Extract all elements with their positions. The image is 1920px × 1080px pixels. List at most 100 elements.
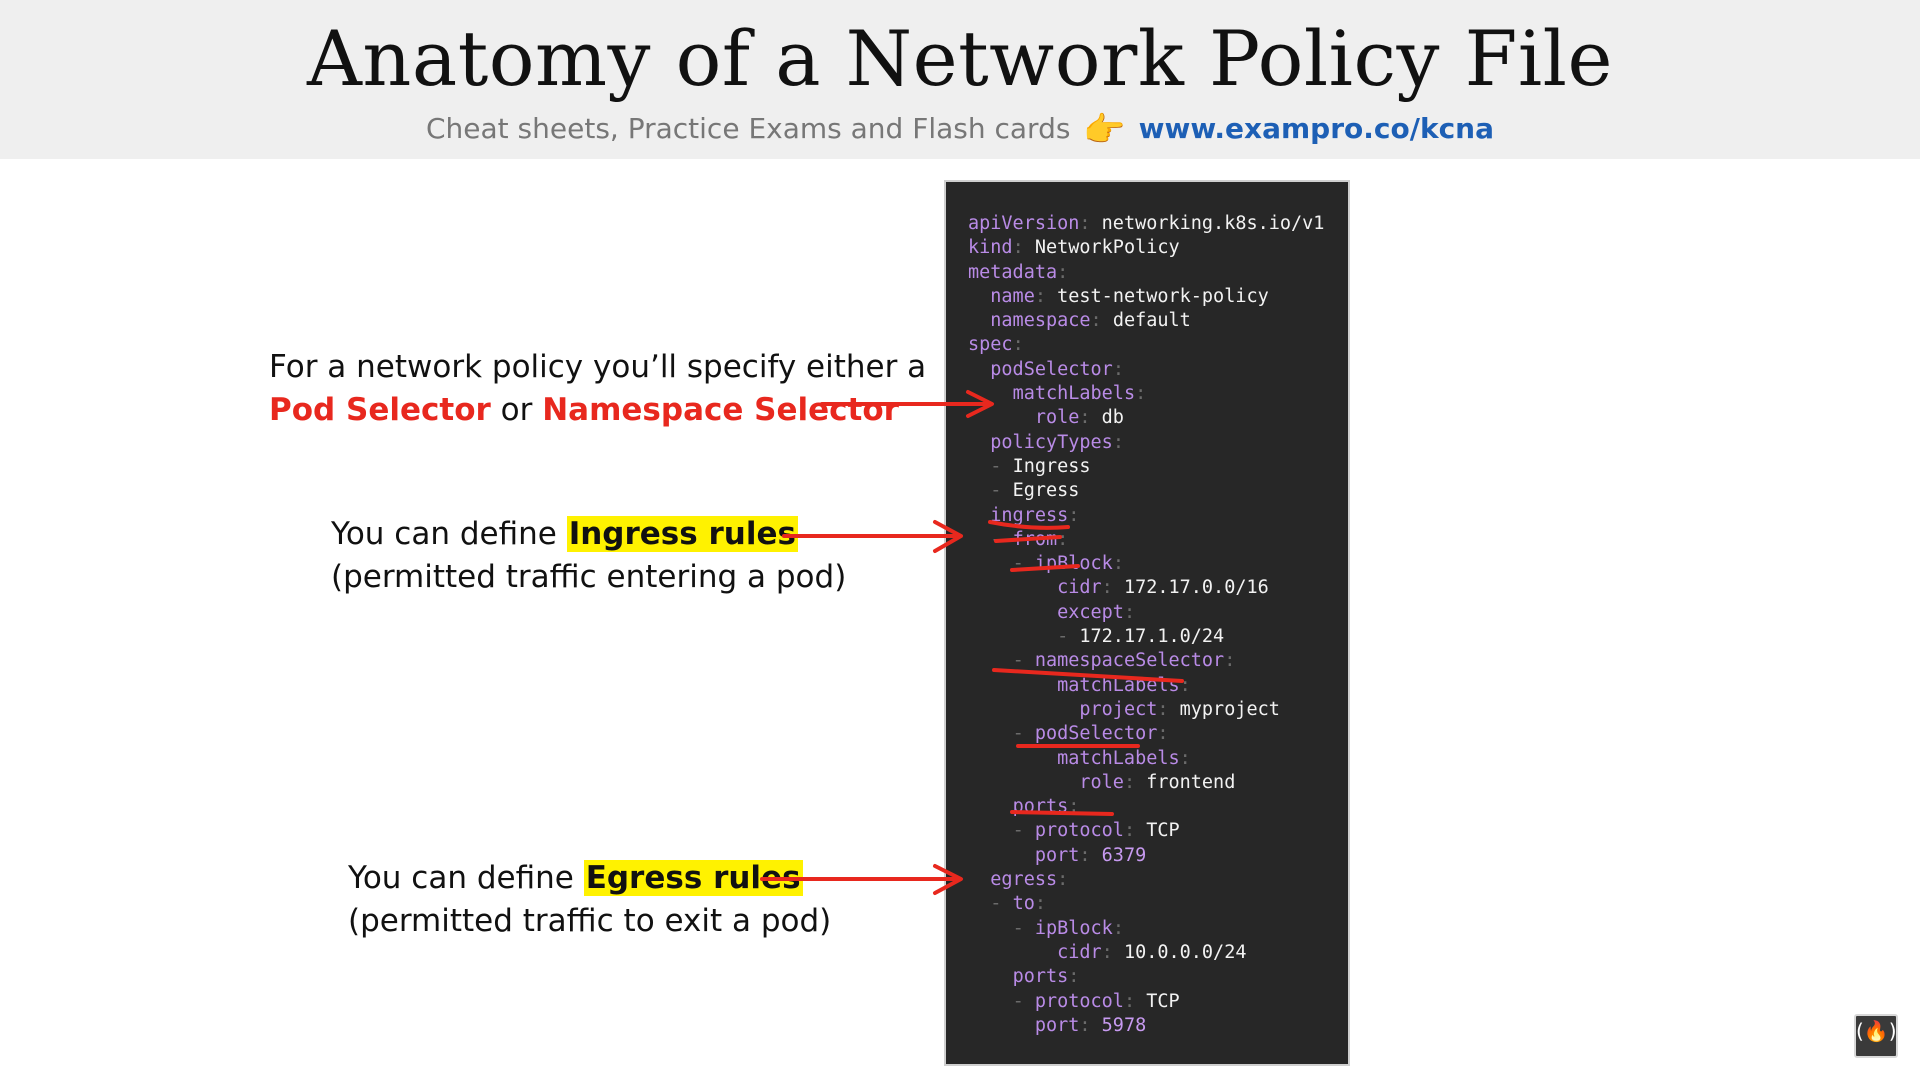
code-line: name: test-network-policy [968,285,1324,309]
selector-note: For a network policy you’ll specify eith… [269,346,926,432]
header-banner: Anatomy of a Network Policy File Cheat s… [0,0,1920,159]
code-line: - Ingress [968,455,1324,479]
code-line: cidr: 10.0.0.0/24 [968,941,1324,965]
yaml-colon: : [1079,407,1102,429]
yaml-key: name [990,285,1035,307]
code-line: matchLabels: [968,674,1324,698]
yaml-key: ports [1012,966,1069,988]
yaml-key: port [1034,844,1080,866]
code-line: - from: [968,528,1324,552]
yaml-key: role [1079,771,1124,793]
yaml-colon: : [1079,1014,1102,1036]
yaml-key: except [1057,601,1124,623]
yaml-dash: - [1057,626,1080,648]
yaml-key: port [1034,1014,1080,1036]
yaml-colon: : [1034,893,1058,915]
yaml-dash: - [1012,723,1035,745]
code-line: ports: [968,965,1324,989]
selector-note-line1: For a network policy you’ll specify eith… [269,349,927,385]
yaml-key: podSelector [1034,723,1158,745]
code-line: namespace: default [968,309,1324,333]
code-line: role: frontend [968,771,1324,795]
code-line: port: 5978 [968,1014,1324,1038]
pod-selector-label: Pod Selector [269,392,491,428]
yaml-key: namespace [990,310,1091,332]
ingress-rules-highlight: Ingress rules [566,516,798,552]
code-line: - ipBlock: [968,552,1324,576]
yaml-value: db [1101,407,1124,429]
yaml-dash: - [1012,553,1035,575]
yaml-colon: : [1012,237,1035,259]
ingress-prefix: You can define [331,516,557,552]
code-line: port: 6379 [968,844,1324,868]
yaml-dash: - [990,528,1013,550]
code-line: - podSelector: [968,722,1324,746]
or-label: or [500,392,533,428]
yaml-colon: : [1012,334,1035,356]
yaml-colon: : [1101,577,1124,599]
ingress-note-line2: (permitted traffic entering a pod) [331,559,847,595]
yaml-colon: : [1112,358,1136,380]
code-line: - to: [968,892,1324,916]
yaml-dash: - [990,455,1013,477]
yaml-value: NetworkPolicy [1034,237,1180,259]
yaml-key: cidr [1057,941,1102,963]
yaml-colon: : [1057,869,1080,891]
yaml-key: from [1012,528,1058,550]
yaml-value: 6379 [1101,844,1147,866]
yaml-dash: - [1012,917,1035,939]
yaml-key: podSelector [990,358,1113,380]
ingress-note: You can define Ingress rules (permitted … [331,513,846,599]
yaml-value: 5978 [1101,1014,1147,1036]
code-line: - 172.17.1.0/24 [968,625,1324,649]
exampro-link[interactable]: www.exampro.co/kcna [1138,112,1494,145]
yaml-colon: : [1112,917,1136,939]
yaml-dash: - [1012,650,1035,672]
yaml-colon: : [1101,941,1124,963]
subtitle-text: Cheat sheets, Practice Exams and Flash c… [426,112,1071,145]
yaml-key: to [1012,893,1035,915]
code-line: ports: [968,795,1324,819]
code-line: spec: [968,333,1324,357]
yaml-colon: : [1135,383,1158,405]
yaml-key: egress [990,869,1058,891]
yaml-colon: : [1079,213,1102,234]
code-line: ingress: [968,504,1324,528]
yaml-key: namespaceSelector [1034,650,1225,672]
yaml-colon: : [1123,601,1147,623]
code-line: policyTypes: [968,431,1324,455]
yaml-colon: : [1112,431,1136,453]
ingress-note-line1: You can define Ingress rules [331,513,846,556]
yaml-dash: - [1012,990,1035,1012]
yaml-dash: - [990,893,1013,915]
yaml-colon: : [1079,844,1102,866]
yaml-dash: - [990,480,1013,502]
yaml-value: TCP [1146,990,1180,1012]
code-line: - protocol: TCP [968,990,1324,1014]
code-line: apiVersion: networking.k8s.io/v1 [968,212,1324,236]
yaml-value: TCP [1146,820,1180,842]
freecodecamp-logo-icon: (🔥) [1854,1014,1898,1058]
code-line: - ipBlock: [968,917,1324,941]
yaml-colon: : [1112,553,1136,575]
yaml-colon: : [1034,285,1058,307]
yaml-key: ingress [990,504,1069,526]
selector-note-line2: Pod Selector or Namespace Selector [269,389,926,432]
yaml-colon: : [1179,674,1202,696]
yaml-value: networking.k8s.io/v1 [1101,213,1325,234]
egress-rules-highlight: Egress rules [583,860,803,896]
yaml-value: 10.0.0.0/24 [1123,941,1247,963]
code-line: - namespaceSelector: [968,649,1324,673]
yaml-dash: - [1012,820,1035,842]
yaml-colon: : [1057,528,1080,550]
yaml-key: ports [1012,796,1069,818]
yaml-key: ipBlock [1034,553,1113,575]
egress-note-line1: You can define Egress rules [348,857,831,900]
code-line: kind: NetworkPolicy [968,236,1324,260]
yaml-key: project [1079,698,1158,720]
yaml-key: spec [968,334,1013,356]
yaml-key: ipBlock [1034,917,1113,939]
yaml-colon: : [1157,723,1180,745]
